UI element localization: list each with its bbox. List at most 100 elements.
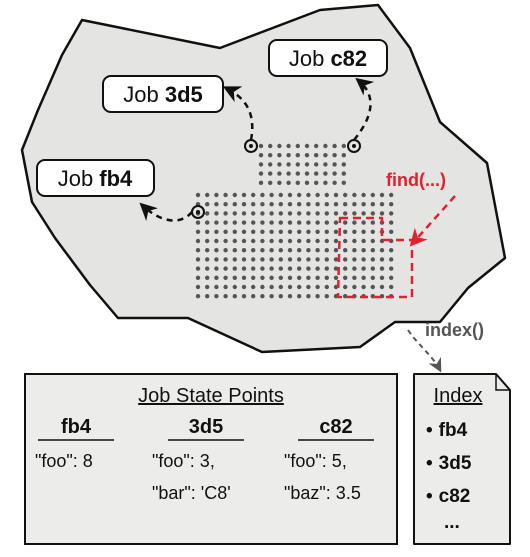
job-dot — [352, 275, 357, 280]
job-dot — [205, 248, 210, 253]
job-dot — [232, 220, 237, 225]
index-ellipsis: ... — [444, 512, 460, 533]
job-dot — [277, 162, 282, 167]
job-dot — [205, 257, 210, 262]
job-dot — [370, 202, 375, 207]
job-dot — [324, 275, 329, 280]
job-dot — [214, 202, 219, 207]
job-dot — [324, 238, 329, 244]
job-dot — [223, 257, 228, 262]
job-dot — [323, 171, 328, 176]
job-dot — [286, 162, 291, 167]
job-dot — [361, 220, 366, 225]
job-dot — [343, 294, 348, 299]
state-points-panel: Job State Points fb4 "foo": 8 3d5 "foo":… — [24, 373, 398, 545]
job-dot — [195, 229, 201, 234]
job-dot — [286, 143, 291, 149]
job-dot — [352, 192, 357, 198]
job-dot — [315, 192, 320, 198]
job-dot — [223, 266, 228, 271]
job-dot — [278, 248, 283, 253]
job-dot — [323, 162, 328, 167]
job-dot — [297, 275, 302, 280]
job-dot — [214, 266, 219, 271]
job-dot — [295, 153, 300, 158]
job-dot — [241, 238, 247, 244]
job-dot — [343, 257, 348, 262]
job-dot — [333, 220, 339, 225]
index-item-label: c82 — [439, 486, 471, 507]
job-dot — [315, 294, 320, 299]
job-dot — [352, 229, 357, 234]
job-dot — [214, 192, 219, 198]
job-dot — [277, 153, 282, 158]
job-dot — [278, 238, 283, 244]
column-line: "foo": 8 — [35, 451, 93, 471]
arrow-to-job-c82 — [353, 77, 375, 141]
job-dot — [223, 294, 228, 299]
job-dot — [251, 238, 256, 244]
job-dot — [287, 266, 293, 271]
job-dot — [389, 275, 394, 280]
job-dot — [205, 192, 210, 198]
job-dot — [286, 171, 291, 176]
job-dot — [232, 192, 237, 198]
svg-text:Job c82: Job c82 — [289, 46, 367, 71]
job-dot — [258, 171, 264, 176]
job-dot — [251, 220, 256, 225]
job-dot — [269, 266, 274, 271]
job-dot — [269, 229, 274, 234]
job-dot — [361, 229, 366, 234]
job-dot — [315, 238, 320, 244]
job-dot — [278, 192, 283, 198]
job-dot — [205, 238, 210, 244]
job-dot — [260, 211, 265, 216]
job-dot — [232, 202, 237, 207]
job-dot — [214, 229, 219, 234]
job-dot — [195, 248, 201, 253]
job-dot — [297, 211, 302, 216]
job-dot — [205, 220, 210, 225]
circled-dot-icon — [249, 144, 253, 148]
job-dot — [324, 229, 329, 234]
job-dot — [232, 229, 237, 234]
job-dot — [306, 284, 311, 290]
job-dot — [287, 284, 293, 290]
job-dot — [341, 153, 346, 158]
index-item: •3d5 — [426, 453, 472, 474]
job-label-prefix: Job — [123, 82, 165, 107]
job-dot — [214, 284, 219, 290]
index-document: Index •fb4 •3d5 •c82 ... — [413, 373, 511, 545]
job-dot — [341, 171, 346, 176]
job-dot — [343, 192, 348, 198]
job-dot — [314, 143, 319, 149]
job-dot — [343, 202, 348, 207]
circled-dot-icon — [196, 210, 200, 214]
job-dot — [223, 211, 228, 216]
job-dot — [278, 284, 283, 290]
job-dot — [287, 294, 293, 299]
job-dot — [278, 229, 283, 234]
job-dot — [269, 192, 274, 198]
job-dot — [223, 275, 228, 280]
job-dot — [297, 238, 302, 244]
job-dot — [297, 294, 302, 299]
job-dot — [269, 284, 274, 290]
job-dot — [352, 266, 357, 271]
job-label-id: c82 — [330, 46, 367, 71]
job-dot — [269, 248, 274, 253]
job-dot — [258, 143, 264, 149]
job-dot — [195, 275, 201, 280]
job-dot — [295, 143, 300, 149]
job-dot — [297, 220, 302, 225]
job-dot — [341, 143, 346, 149]
job-dot — [241, 257, 247, 262]
job-dot — [370, 284, 375, 290]
job-dot — [343, 211, 348, 216]
job-dot — [205, 211, 210, 216]
job-dot — [278, 257, 283, 262]
job-dot — [195, 284, 201, 290]
job-dot — [278, 220, 283, 225]
find-label: find(...) — [386, 170, 446, 190]
job-dot-grid — [195, 143, 394, 299]
